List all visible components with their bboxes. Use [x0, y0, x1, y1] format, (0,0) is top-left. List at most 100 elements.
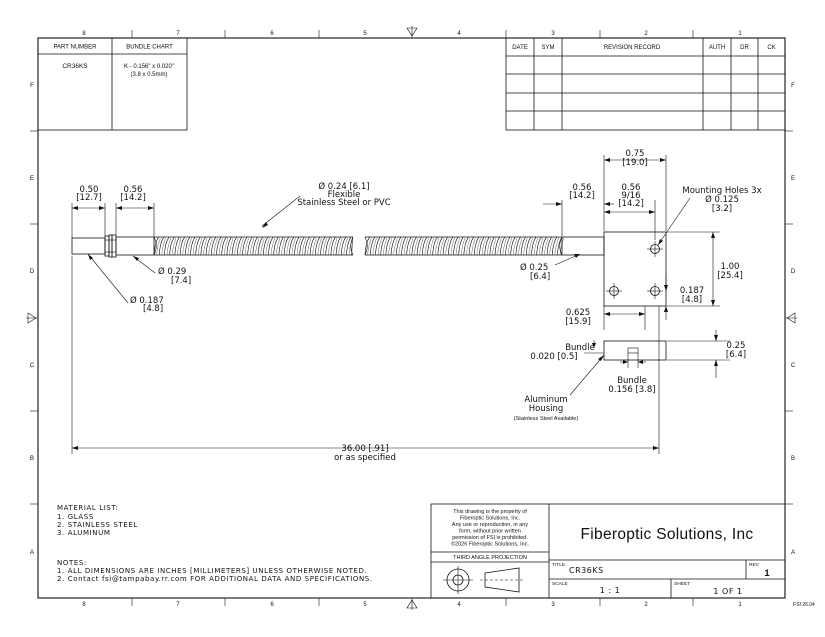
material-list: MATERIAL LIST: 1. GLASS 2. STAINLESS STE… [57, 504, 138, 537]
title-value: CR36KS [569, 566, 604, 575]
dimension-text: 0.50 [12.7] 0.56 [14.2] Ø 0.24 [6.1] Fle… [76, 149, 761, 463]
title-label: TITLE [552, 562, 565, 568]
dim-056-left: 0.56 [124, 185, 143, 195]
title-block: This drawing is the property of Fiberopt… [430, 503, 786, 599]
part-number-header: PART NUMBER [53, 45, 97, 51]
dim-056-right-mm: [14.2] [569, 191, 595, 201]
armored-tube [153, 236, 354, 256]
dim-0625-mm: [15.9] [565, 317, 591, 327]
revision-header-auth: AUTH [709, 45, 725, 51]
dim-025-mm: [6.4] [530, 272, 550, 282]
dim-056-center: 0.56 [622, 183, 641, 193]
zone-label: 1 [738, 31, 742, 37]
zone-label: F [791, 83, 795, 89]
revision-table: DATE SYM REVISION RECORD AUTH DR CK [505, 37, 786, 131]
dim-025-diameter: Ø 0.25 [520, 262, 548, 273]
zone-label: C [30, 363, 35, 369]
mounting-holes-mm: [3.2] [712, 204, 732, 214]
zone-label: 4 [457, 31, 461, 37]
column-labels-bottom: 8 7 6 5 4 3 2 1 FSI 26.04 [82, 602, 815, 608]
bundle-slot [627, 347, 639, 354]
dim-050-mm: [12.7] [76, 193, 102, 203]
revision-header-sym: SYM [541, 45, 554, 51]
revision-header-ck: CK [767, 45, 775, 51]
flexible-label: Flexible [328, 190, 361, 200]
property-notice: Any use or reproduction, in any [452, 522, 528, 528]
cable-boot [115, 236, 155, 256]
zone-label: E [791, 176, 795, 182]
flexible-material-label: Stainless Steel or PVC [297, 198, 390, 208]
property-notice: permission of FSI is prohibited. [452, 535, 528, 541]
dim-056-left-mm: [14.2] [120, 193, 146, 203]
third-angle-projection-icon [443, 566, 524, 594]
dim-075: 0.75 [626, 149, 645, 159]
zone-label: 6 [270, 31, 274, 37]
zone-label: 7 [176, 31, 180, 37]
dim-056-right: 0.56 [573, 183, 592, 193]
bundle-chart-header: BUNDLE CHART [126, 45, 173, 51]
material-item: 1. GLASS [57, 513, 94, 521]
dimension-lines [71, 155, 720, 454]
mounting-holes-diameter: Ø 0.125 [705, 194, 739, 205]
scale-value: 1 : 1 [600, 586, 620, 595]
dim-0187-right-mm: [4.8] [682, 295, 702, 305]
note-item: 2. Contact fsi@tampabay.rr.com FOR ADDIT… [57, 575, 373, 583]
dim-029-diameter: Ø 0.29 [158, 266, 186, 277]
zone-label: D [30, 269, 35, 275]
zone-label: D [791, 269, 796, 275]
zone-label: C [791, 363, 796, 369]
bundle-thickness-label: Bundle [565, 343, 595, 353]
zone-label: 2 [644, 31, 648, 37]
cable-boot [561, 236, 605, 256]
part-number-value: CR36KS [62, 63, 88, 70]
mounting-holes [606, 241, 663, 299]
zone-label: A [30, 550, 34, 556]
armored-tube [364, 236, 564, 256]
bundle-width-value: 0.156 [3.8] [608, 385, 655, 395]
notes: NOTES: 1. ALL DIMENSIONS ARE INCHES [MIL… [57, 559, 373, 583]
zone-label: 5 [363, 31, 367, 37]
mounting-holes-label: Mounting Holes 3x [682, 186, 761, 196]
dim-029-mm: [7.4] [171, 276, 191, 286]
material-item: 2. STAINLESS STEEL [57, 521, 138, 529]
bundle-chart-line: K - 0.156" x 0.020" [124, 64, 174, 70]
notes-title: NOTES: [57, 559, 87, 567]
zone-label: 8 [82, 31, 86, 37]
rev-value: 1 [764, 568, 770, 579]
dim-100-mm: [25.4] [717, 271, 743, 281]
zone-label: 2 [644, 602, 648, 608]
dim-0187-diameter: Ø 0.187 [130, 295, 164, 306]
part-number-table: PART NUMBER BUNDLE CHART CR36KS K - 0.15… [37, 37, 188, 131]
dim-024-diameter: Ø 0.24 [6.1] [318, 181, 369, 192]
aluminum-housing-side [603, 340, 667, 361]
zone-label: 3 [551, 602, 555, 608]
zone-label: 3 [551, 31, 555, 37]
dim-0187-right: 0.187 [680, 286, 704, 296]
zone-label: B [30, 456, 34, 462]
zone-label: 5 [363, 602, 367, 608]
sheet-label: SHEET [674, 581, 690, 587]
row-labels: F E D C B A F E D C B A [30, 83, 796, 556]
bundle-thickness-value: 0.020 [0.5] [530, 352, 577, 362]
dim-075-mm: [19.0] [622, 158, 648, 168]
dim-100: 1.00 [721, 262, 740, 272]
zone-label: 4 [457, 602, 461, 608]
zone-label: E [30, 176, 34, 182]
property-notice: form, without prior written [459, 529, 521, 535]
zone-label: 6 [270, 602, 274, 608]
revision-header-dr: DR [740, 45, 749, 51]
column-labels-top: 8 7 6 5 4 3 2 1 [82, 31, 742, 37]
dim-056-center-mm: [14.2] [618, 199, 644, 209]
zone-label: B [791, 456, 795, 462]
zone-label: 1 [738, 602, 742, 608]
dim-050: 0.50 [80, 185, 99, 195]
overall-length: 36.00 [.91] [341, 444, 388, 454]
aluminum-housing-front [603, 231, 667, 307]
dim-025-right: 0.25 [727, 341, 746, 351]
zone-label: F [30, 83, 34, 89]
zone-label: 8 [82, 602, 86, 608]
cable-assembly [71, 231, 667, 307]
housing-bottom-view [569, 330, 730, 396]
scale-label: SCALE [552, 581, 568, 587]
